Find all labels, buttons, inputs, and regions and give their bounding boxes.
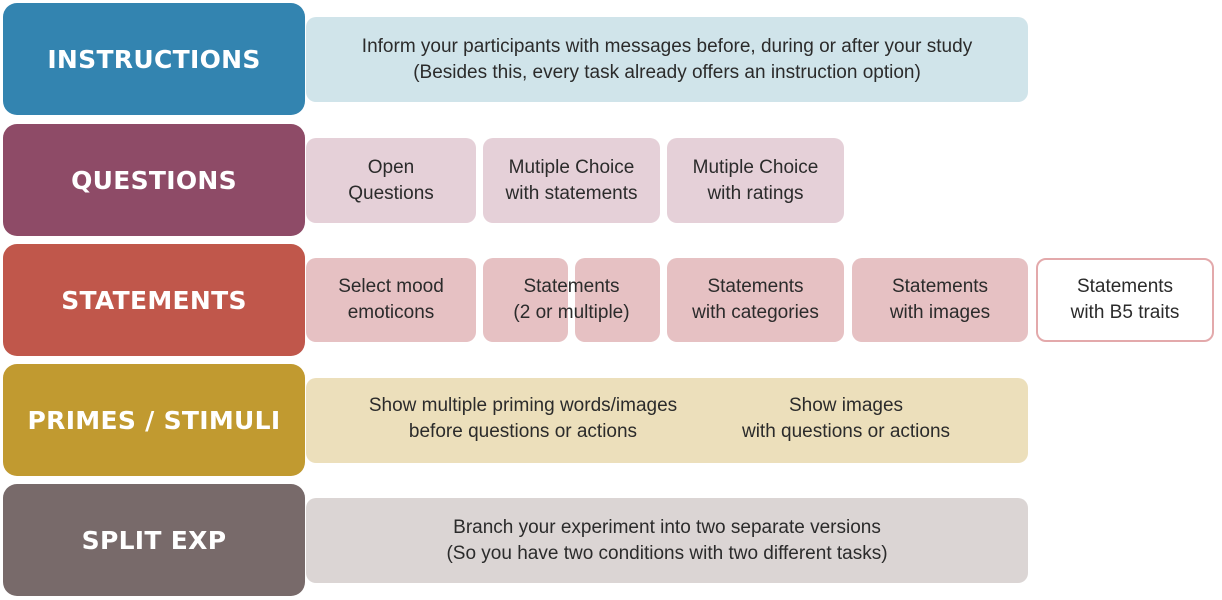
primes-description-box <box>306 378 1028 463</box>
category-label: SPLIT EXP <box>81 525 227 555</box>
description-line: Inform your participants with messages b… <box>361 35 973 57</box>
description-line: Branch your experiment into two separate… <box>453 516 881 538</box>
category-split-exp: SPLIT EXP <box>3 484 305 596</box>
task-statements-categories: Statements with categories <box>667 258 844 342</box>
category-instructions: INSTRUCTIONS <box>3 3 305 115</box>
category-questions: QUESTIONS <box>3 124 305 236</box>
category-label: QUESTIONS <box>71 165 237 195</box>
description-line: (So you have two conditions with two dif… <box>446 542 888 564</box>
task-line: Statements <box>707 276 804 297</box>
task-line: Statements <box>523 276 620 297</box>
task-line: Mutiple Choice <box>508 156 635 178</box>
task-statements-multiple-left-segment <box>483 258 568 342</box>
split-description-box: Branch your experiment into two separate… <box>306 498 1028 583</box>
task-priming-words: Show multiple priming words/images befor… <box>346 393 700 445</box>
category-label: INSTRUCTIONS <box>47 44 261 74</box>
task-line: Statements <box>891 276 989 297</box>
task-line: Show images <box>788 395 904 416</box>
category-label: PRIMES / STIMULI <box>27 405 281 435</box>
task-line: Show multiple priming words/images <box>368 395 678 416</box>
category-statements: STATEMENTS <box>3 244 305 356</box>
task-statements-multiple: Statements (2 or multiple) <box>483 258 660 342</box>
task-show-images: Show images with questions or actions <box>716 393 976 445</box>
task-line: with B5 traits <box>1070 302 1180 323</box>
task-statements-b5-traits: Statements with B5 traits <box>1036 258 1214 342</box>
task-line: before questions or actions <box>408 421 638 442</box>
category-primes-stimuli: PRIMES / STIMULI <box>3 364 305 476</box>
task-line: Statements <box>1076 276 1174 297</box>
task-line: with questions or actions <box>741 421 951 442</box>
task-multiple-choice-ratings: Mutiple Choice with ratings <box>667 138 844 223</box>
task-line: Open <box>367 156 415 178</box>
task-line: with images <box>889 302 991 323</box>
task-line: Select mood <box>338 276 444 297</box>
task-line: emoticons <box>347 302 435 323</box>
task-multiple-choice-statements: Mutiple Choice with statements <box>483 138 660 223</box>
task-line: Questions <box>348 182 434 204</box>
task-line: Mutiple Choice <box>692 156 819 178</box>
task-line: with categories <box>692 302 819 323</box>
description-line: (Besides this, every task already offers… <box>413 61 921 83</box>
task-select-mood-emoticons: Select mood emoticons <box>306 258 476 342</box>
task-line: (2 or multiple) <box>513 302 630 323</box>
task-statements-images: Statements with images <box>852 258 1028 342</box>
task-statements-multiple-right-segment <box>575 258 660 342</box>
task-line: with statements <box>505 182 638 204</box>
task-line: with ratings <box>707 182 804 204</box>
task-open-questions: Open Questions <box>306 138 476 223</box>
category-label: STATEMENTS <box>61 285 247 315</box>
instructions-description-box: Inform your participants with messages b… <box>306 17 1028 102</box>
